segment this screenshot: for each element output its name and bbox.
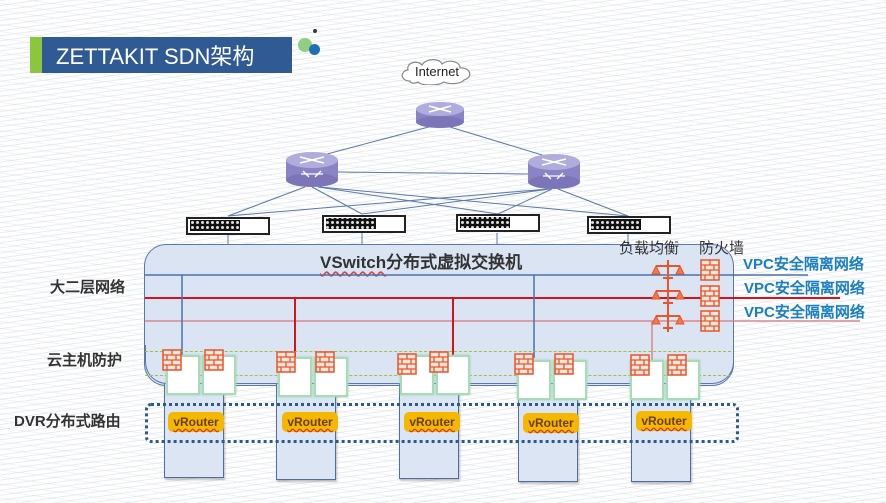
load-balancer-icons: [651, 260, 685, 332]
host-firewall-icon: [276, 351, 296, 373]
link-agg2-sw2: [361, 188, 551, 215]
vrouter-badge: vRouter: [636, 411, 692, 431]
decor-dot-green: [298, 38, 312, 52]
link-core-agg2: [439, 123, 553, 159]
cloud-icon: [401, 59, 471, 85]
label-host-protection: 云主机防护: [47, 352, 123, 369]
link-agg2-sw3: [497, 188, 553, 215]
host-firewall-icon: [429, 351, 449, 373]
link-agg2-sw1: [227, 188, 549, 217]
vswitch-label: VSwitch分布式虚拟交换机: [320, 253, 523, 272]
link-agg2-sw4: [557, 188, 629, 217]
host-firewall-icon: [204, 349, 224, 371]
aggregation-router-icon-left: [286, 152, 338, 187]
link-agg1-sw1: [227, 186, 306, 217]
label-layer2-network: 大二层网络: [50, 279, 126, 296]
vrouter-badge: vRouter: [523, 413, 579, 433]
vrouter-badge: vRouter: [168, 412, 224, 432]
vpc-firewall-icon: [700, 285, 720, 307]
page-title: ZETTAKIT SDN架构: [56, 44, 255, 69]
label-load-balancer: 负载均衡: [619, 240, 680, 257]
label-dvr: DVR分布式路由: [14, 413, 121, 430]
core-router-icon: [416, 102, 464, 128]
dvr-band: [145, 403, 739, 443]
vpc-firewall-icon: [700, 310, 720, 332]
decor-dot-dark: [313, 29, 317, 33]
host-firewall-icon: [315, 351, 335, 373]
vm: [436, 355, 470, 395]
scale-icon: [651, 289, 685, 304]
vrouter-badge: vRouter: [404, 412, 460, 432]
aggregation-router-icon-right: [528, 154, 580, 189]
label-firewall: 防火墙: [699, 240, 745, 257]
host-firewall-icon: [162, 349, 182, 371]
title-accent-bar: [30, 37, 42, 73]
host-firewall-icon: [397, 353, 417, 375]
link-agg1-agg2: [335, 171, 529, 175]
host-firewall-icon: [667, 354, 687, 376]
internet-cloud: Internet: [398, 57, 476, 85]
scale-icon: [651, 264, 685, 279]
host-firewall-icon: [630, 354, 650, 376]
link-core-agg1: [311, 123, 441, 159]
internet-label: Internet: [414, 63, 460, 79]
vrouter-badge: vRouter: [282, 412, 338, 432]
host-firewall-icon: [514, 353, 534, 375]
host-firewall-icon: [554, 353, 574, 375]
vpc-label-1: VPC安全隔离网络: [743, 256, 864, 273]
decor-dot-blue: [309, 44, 320, 55]
scale-icon: [651, 314, 685, 329]
title-banner: ZETTAKIT SDN架构: [30, 37, 292, 73]
link-agg1-sw2: [311, 186, 363, 215]
link-agg1-sw4: [319, 186, 629, 217]
vpc-firewall-icon: [700, 259, 720, 281]
vpc-label-3: VPC安全隔离网络: [744, 304, 865, 321]
vpc-label-2: VPC安全隔离网络: [744, 280, 865, 297]
